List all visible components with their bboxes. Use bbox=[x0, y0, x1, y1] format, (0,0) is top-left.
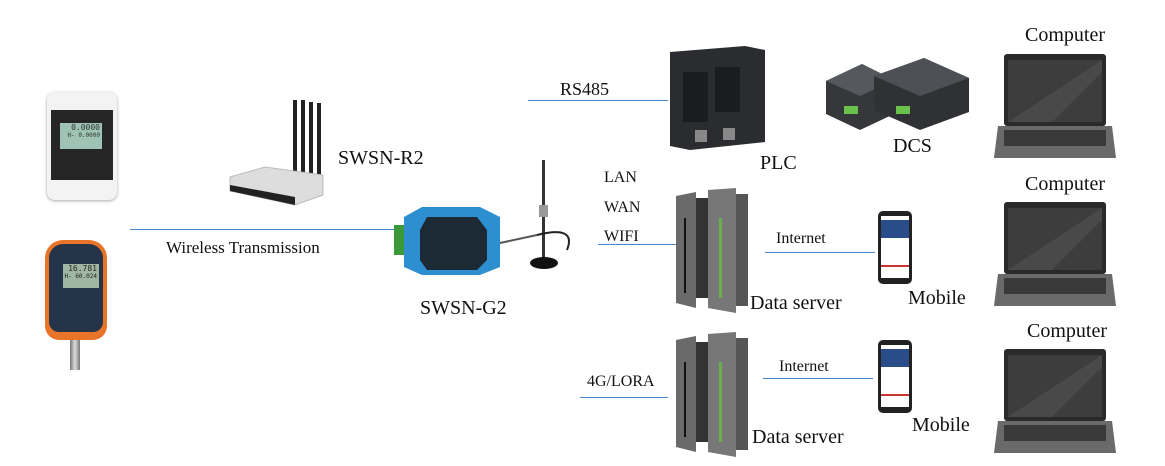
panel-display-line1: 0.0000 bbox=[71, 123, 100, 132]
sensor-display-line1: 16.781 bbox=[68, 264, 97, 273]
plc-icon bbox=[670, 46, 765, 150]
router-label: SWSN-R2 bbox=[338, 147, 424, 169]
handheld-sensor-device: 16.781 H- 60.024 bbox=[45, 240, 107, 370]
dcs-icon bbox=[826, 58, 969, 130]
rs485-line bbox=[528, 100, 668, 101]
laptop-icon-2 bbox=[994, 202, 1116, 306]
sensor-display-line2: H- 60.024 bbox=[64, 273, 97, 280]
dcs-label: DCS bbox=[893, 135, 932, 157]
lan-line bbox=[598, 244, 678, 245]
mobile-phone-icon-1 bbox=[878, 211, 912, 284]
lan-label: LAN bbox=[604, 169, 637, 186]
panel-display-line2: H- 0.0000 bbox=[67, 132, 100, 139]
mobile-label-1: Mobile bbox=[908, 287, 966, 309]
data-server-icon-2 bbox=[676, 332, 748, 457]
mobile-label-2: Mobile bbox=[912, 414, 970, 436]
internet-label-1: Internet bbox=[776, 230, 826, 247]
internet-line-1 bbox=[765, 252, 875, 253]
computer-label-2: Computer bbox=[1025, 173, 1105, 195]
router-icon bbox=[229, 100, 324, 206]
wireless-label: Wireless Transmission bbox=[166, 238, 320, 257]
laptop-icon-1 bbox=[994, 54, 1116, 158]
data-server-label-1: Data server bbox=[750, 292, 842, 314]
lora-line bbox=[580, 397, 668, 398]
gateway-label: SWSN-G2 bbox=[420, 297, 507, 319]
computer-label-3: Computer bbox=[1027, 320, 1107, 342]
wan-label: WAN bbox=[604, 199, 641, 216]
data-server-icon-1 bbox=[676, 188, 748, 313]
rs485-label: RS485 bbox=[560, 79, 610, 99]
laptop-icon-3 bbox=[994, 349, 1116, 453]
wifi-label: WIFI bbox=[604, 228, 639, 245]
gateway-device-icon bbox=[394, 160, 570, 275]
plc-label: PLC bbox=[760, 152, 797, 174]
internet-label-2: Internet bbox=[779, 358, 829, 375]
mobile-phone-icon-2 bbox=[878, 340, 912, 413]
computer-label-1: Computer bbox=[1025, 24, 1105, 46]
internet-line-2 bbox=[763, 378, 873, 379]
panel-sensor-device: 0.0000 H- 0.0000 bbox=[47, 92, 117, 200]
lora-label: 4G/LORA bbox=[587, 373, 655, 390]
data-server-label-2: Data server bbox=[752, 426, 844, 448]
wireless-link-line bbox=[130, 229, 395, 230]
